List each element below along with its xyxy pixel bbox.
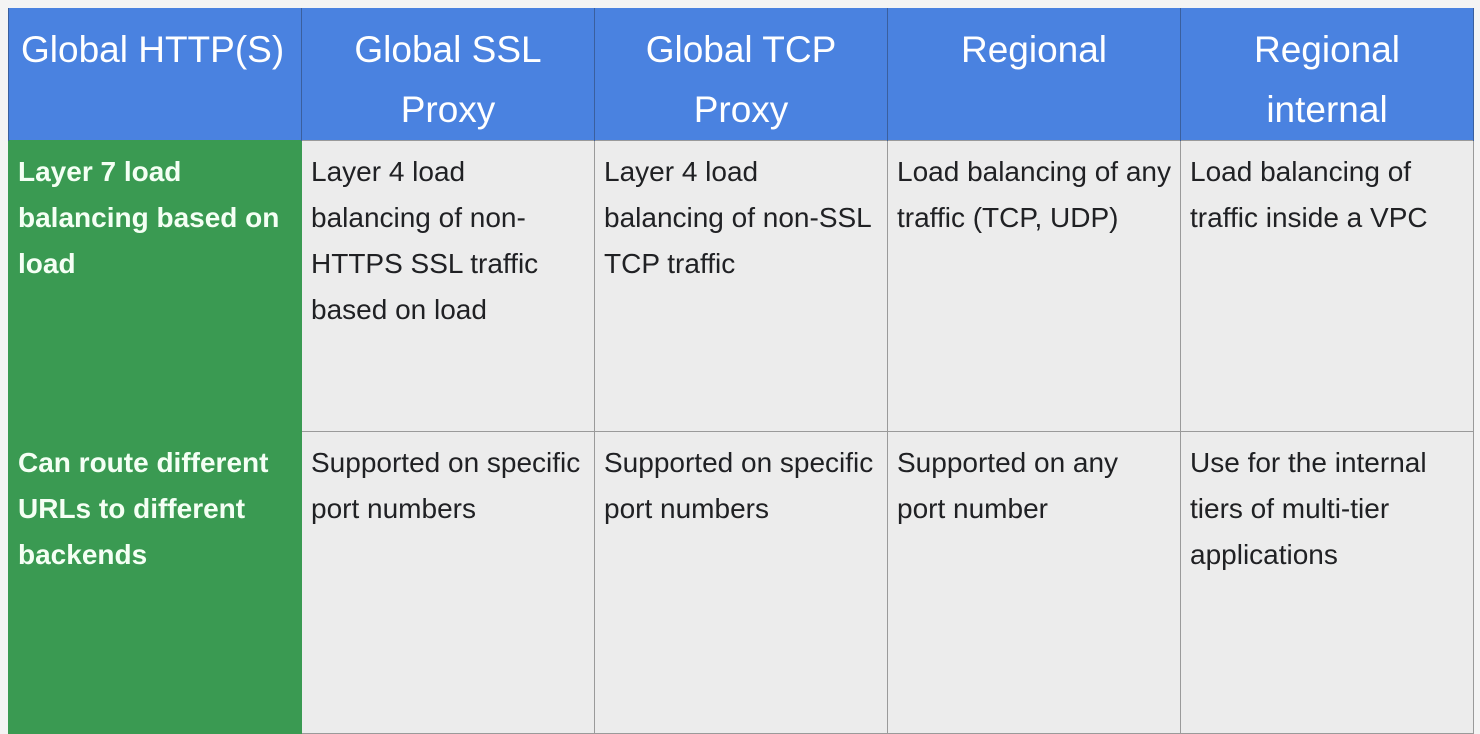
load-balancer-comparison-table: Global HTTP(S) Global SSL Proxy Global T… bbox=[8, 8, 1474, 734]
table-row: Layer 7 load balancing based on load Lay… bbox=[8, 140, 1474, 432]
table-row: Can route different URLs to different ba… bbox=[8, 431, 1474, 734]
header-global-ssl-proxy: Global SSL Proxy bbox=[301, 8, 595, 141]
table-cell: Layer 4 load balancing of non-HTTPS SSL … bbox=[301, 140, 595, 432]
row-label: Layer 7 load balancing based on load bbox=[8, 140, 302, 432]
comparison-table-container: Global HTTP(S) Global SSL Proxy Global T… bbox=[8, 8, 1474, 734]
table-cell: Supported on specific port numbers bbox=[301, 431, 595, 734]
header-regional: Regional bbox=[887, 8, 1181, 141]
table-cell: Load balancing of any traffic (TCP, UDP) bbox=[887, 140, 1181, 432]
header-row: Global HTTP(S) Global SSL Proxy Global T… bbox=[8, 8, 1474, 141]
table-cell: Use for the internal tiers of multi-tier… bbox=[1180, 431, 1474, 734]
row-label: Can route different URLs to different ba… bbox=[8, 431, 302, 734]
header-global-tcp-proxy: Global TCP Proxy bbox=[594, 8, 888, 141]
table-cell: Layer 4 load balancing of non-SSL TCP tr… bbox=[594, 140, 888, 432]
table-cell: Load balancing of traffic inside a VPC bbox=[1180, 140, 1474, 432]
header-global-https: Global HTTP(S) bbox=[8, 8, 302, 141]
table-cell: Supported on any port number bbox=[887, 431, 1181, 734]
table-cell: Supported on specific port numbers bbox=[594, 431, 888, 734]
header-regional-internal: Regional internal bbox=[1180, 8, 1474, 141]
